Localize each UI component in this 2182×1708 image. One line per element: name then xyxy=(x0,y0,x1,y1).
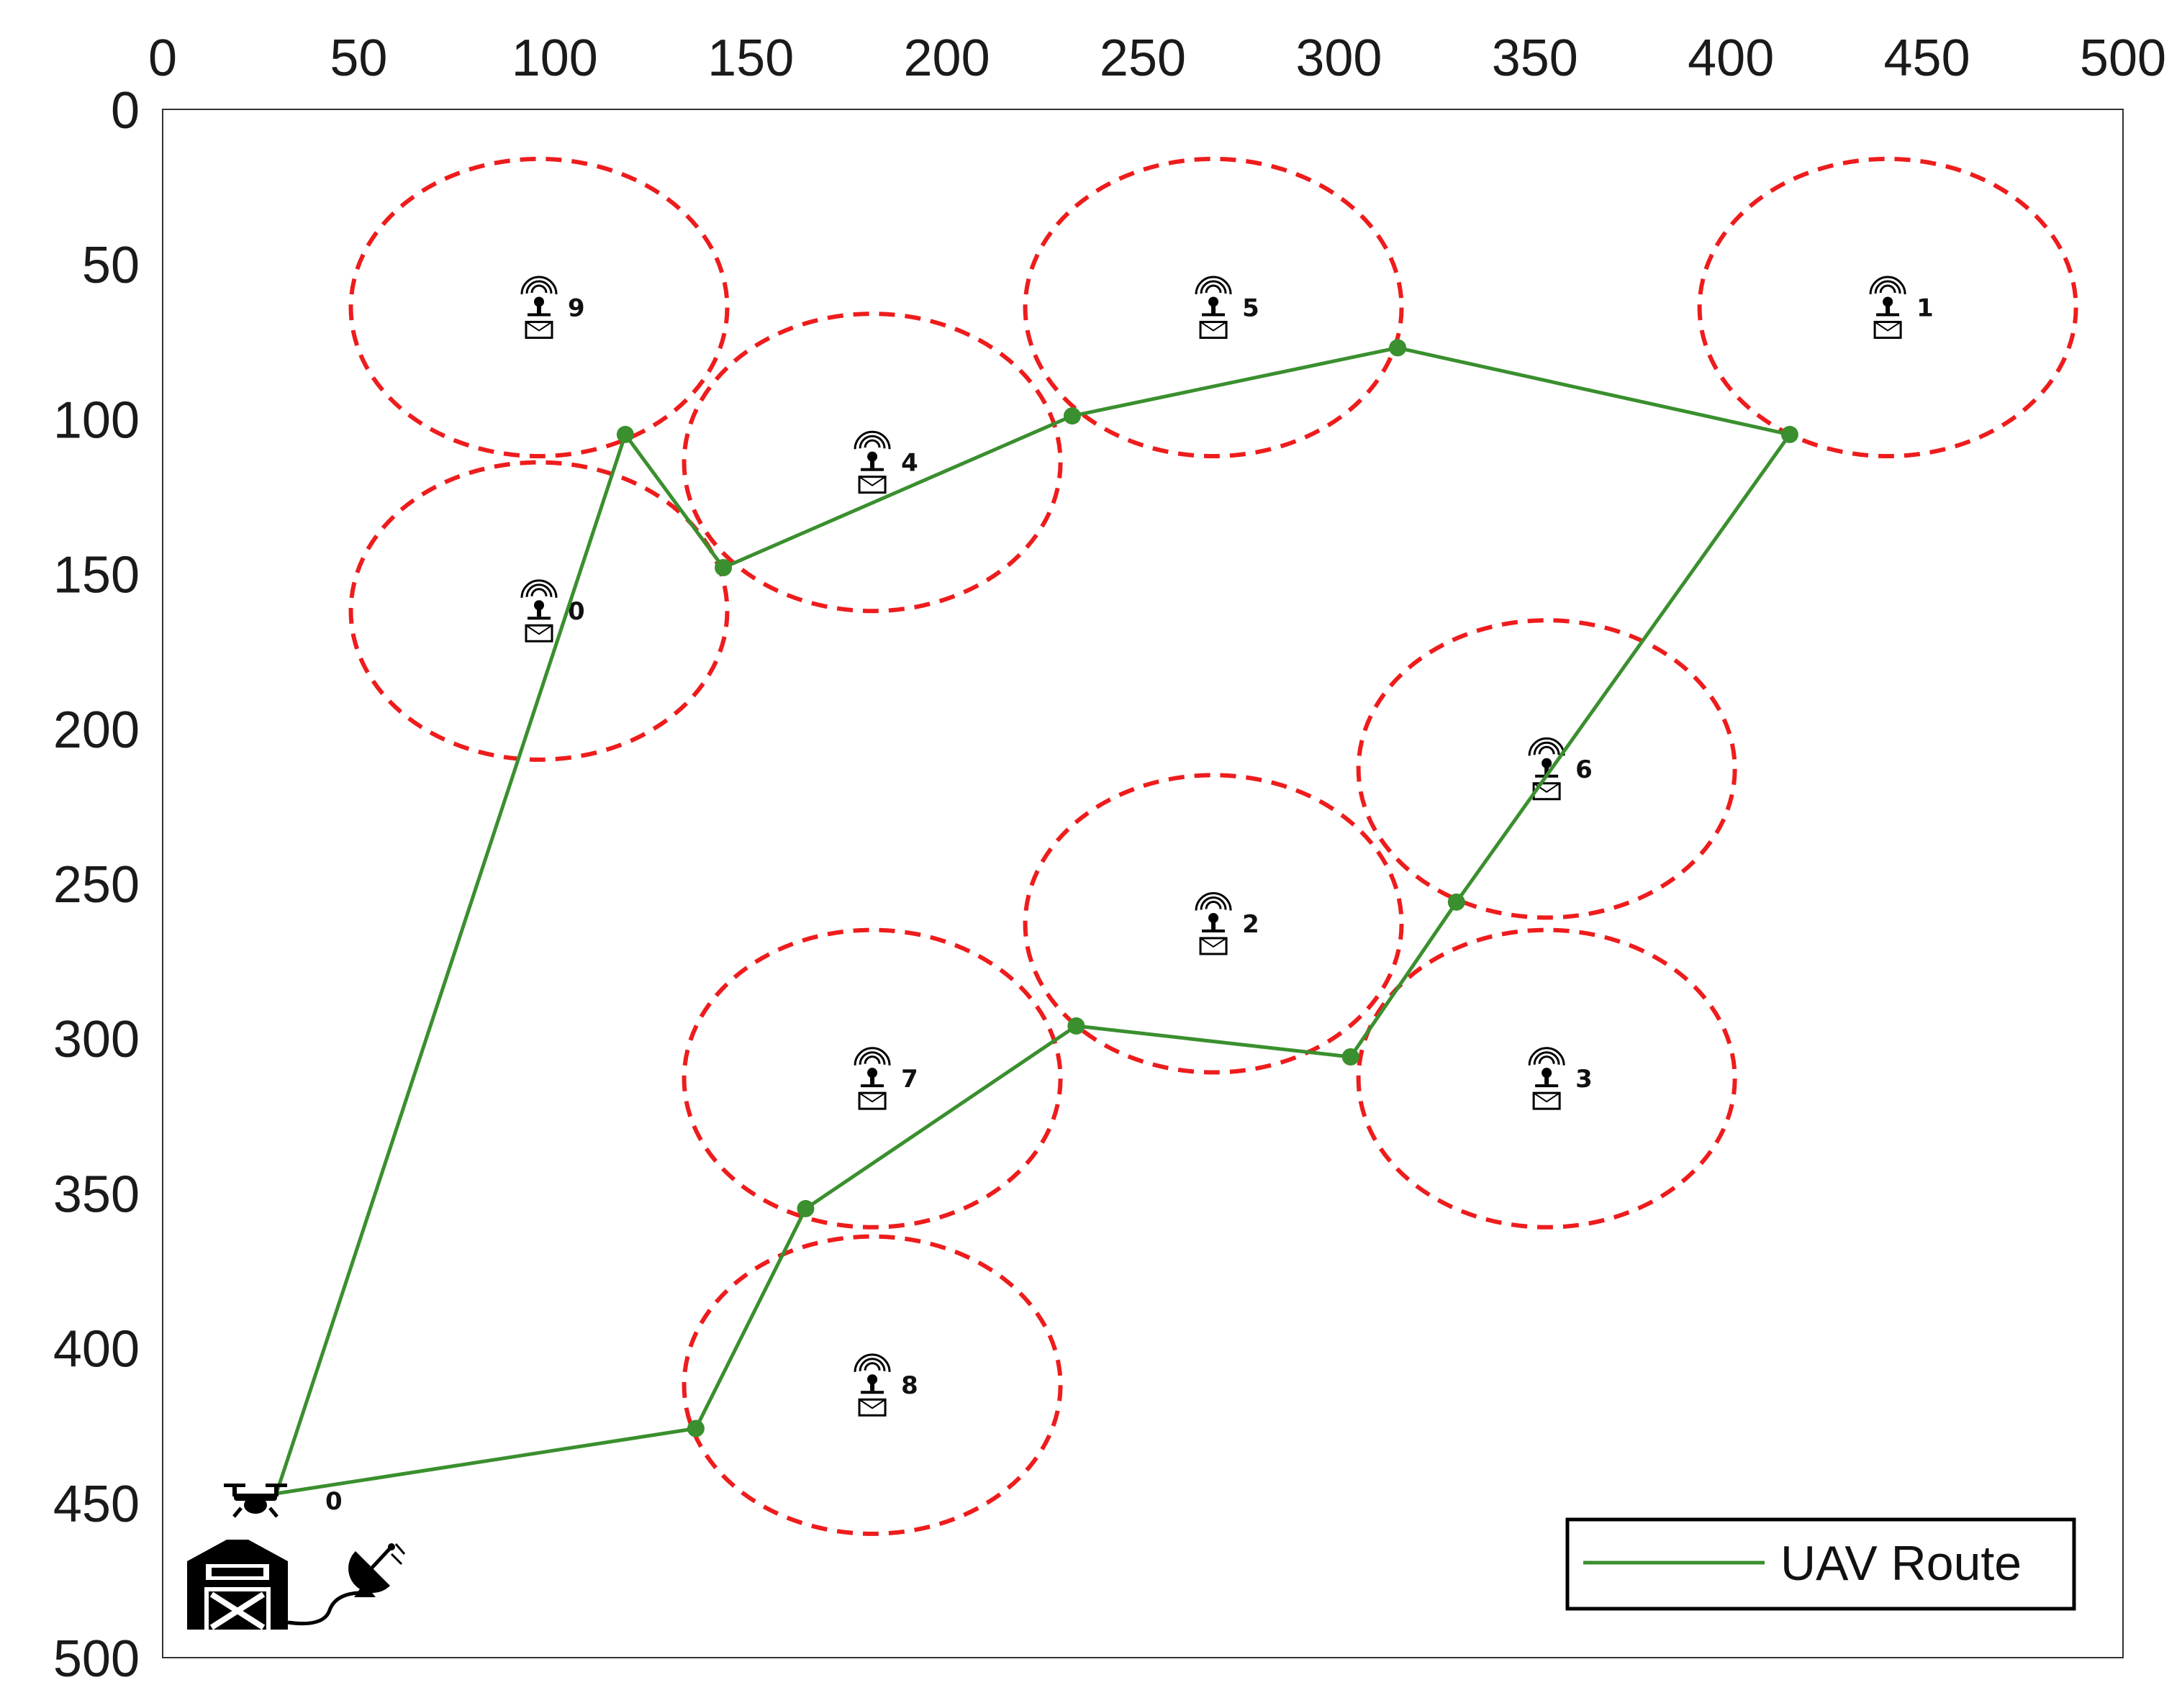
sensor-node: 4 xyxy=(854,430,918,494)
sensor-label: 6 xyxy=(1575,755,1593,784)
sensor-nodes: 0 1 2 3 4 5 6 7 8 9 xyxy=(520,276,1934,1417)
drone-icon xyxy=(224,1484,287,1518)
y-tick-label: 300 xyxy=(53,1011,140,1068)
sensor-icon xyxy=(854,430,891,494)
x-tick-labels: 0 50 100 150 200 250 300 350 400 450 500 xyxy=(148,29,2166,87)
route-waypoint xyxy=(687,1419,705,1437)
sensor-label: 1 xyxy=(1916,294,1934,322)
coverage-circle xyxy=(682,312,1063,614)
x-tick-label: 200 xyxy=(904,29,990,87)
sensor-icon xyxy=(520,579,558,642)
coverage-circle xyxy=(682,927,1063,1230)
sensor-icon xyxy=(1869,276,1906,339)
sensor-label: 5 xyxy=(1242,294,1259,322)
y-tick-label: 200 xyxy=(53,701,140,759)
sensor-node: 9 xyxy=(520,276,585,339)
coverage-circle xyxy=(348,460,730,762)
y-tick-label: 250 xyxy=(53,856,140,914)
sensor-node: 3 xyxy=(1528,1047,1593,1110)
x-tick-label: 100 xyxy=(512,29,598,87)
sensor-label: 0 xyxy=(568,597,585,626)
coverage-circle xyxy=(1023,156,1404,459)
route-line xyxy=(274,345,1792,1496)
cable-line xyxy=(287,1591,359,1626)
y-tick-label: 100 xyxy=(53,391,140,449)
sensor-icon xyxy=(1195,892,1232,955)
y-tick-labels: 0 50 100 150 200 250 300 350 400 450 500 xyxy=(53,82,140,1688)
sensor-icon xyxy=(854,1353,891,1417)
sensor-node: 0 xyxy=(520,579,585,642)
x-tick-label: 150 xyxy=(707,29,794,87)
coverage-circle xyxy=(1023,773,1404,1075)
route-waypoint xyxy=(715,558,733,576)
sensor-node: 7 xyxy=(854,1047,918,1110)
sensor-node: 2 xyxy=(1195,892,1259,955)
x-tick-label: 250 xyxy=(1100,29,1186,87)
y-tick-label: 0 xyxy=(111,82,140,140)
x-tick-label: 500 xyxy=(2080,29,2166,87)
x-tick-label: 300 xyxy=(1295,29,1382,87)
depot-label: 0 xyxy=(325,1487,343,1516)
route-waypoint xyxy=(1780,425,1798,443)
sensor-node: 5 xyxy=(1195,276,1259,339)
route-waypoint xyxy=(616,425,634,443)
sensor-icon xyxy=(520,276,558,339)
sensor-label: 2 xyxy=(1242,910,1259,939)
depot-group: 0 xyxy=(187,1484,406,1630)
y-tick-label: 400 xyxy=(53,1321,140,1378)
route-waypoint xyxy=(1067,1017,1085,1035)
x-tick-label: 50 xyxy=(330,29,387,87)
coverage-circle xyxy=(1697,156,2078,459)
y-tick-label: 500 xyxy=(53,1630,140,1688)
y-tick-label: 450 xyxy=(53,1476,140,1533)
coverage-circle xyxy=(348,156,730,459)
coverage-circle xyxy=(682,1234,1063,1536)
sensor-node: 1 xyxy=(1869,276,1934,339)
x-tick-label: 450 xyxy=(1884,29,1970,87)
route-waypoint xyxy=(797,1199,815,1217)
sensor-node: 8 xyxy=(854,1353,918,1417)
coverage-circles xyxy=(348,156,2078,1536)
coverage-circle xyxy=(1356,618,1737,920)
legend-route-label: UAV Route xyxy=(1780,1536,2022,1591)
sensor-label: 3 xyxy=(1575,1065,1593,1094)
coverage-circle xyxy=(1356,927,1737,1230)
sensor-label: 4 xyxy=(901,449,918,478)
route-waypoint xyxy=(1063,407,1081,425)
uav-route xyxy=(274,339,1798,1496)
route-waypoint xyxy=(1447,893,1465,911)
sensor-icon xyxy=(1528,1047,1565,1110)
sensor-icon xyxy=(1195,276,1232,339)
satellite-dish-icon xyxy=(348,1543,406,1597)
y-tick-label: 50 xyxy=(82,237,140,294)
plot-area xyxy=(162,109,2124,1658)
x-tick-label: 0 xyxy=(148,29,177,87)
barn-icon xyxy=(187,1540,288,1630)
x-tick-label: 350 xyxy=(1492,29,1578,87)
sensor-icon xyxy=(854,1047,891,1110)
x-tick-label: 400 xyxy=(1688,29,1774,87)
sensor-label: 9 xyxy=(568,294,585,322)
route-waypoint xyxy=(1389,339,1407,357)
route-waypoint xyxy=(1341,1048,1359,1066)
sensor-label: 8 xyxy=(901,1371,918,1400)
y-tick-label: 350 xyxy=(53,1166,140,1223)
y-tick-label: 150 xyxy=(53,547,140,604)
legend: UAV Route xyxy=(1565,1517,2076,1611)
sensor-label: 7 xyxy=(901,1065,918,1094)
